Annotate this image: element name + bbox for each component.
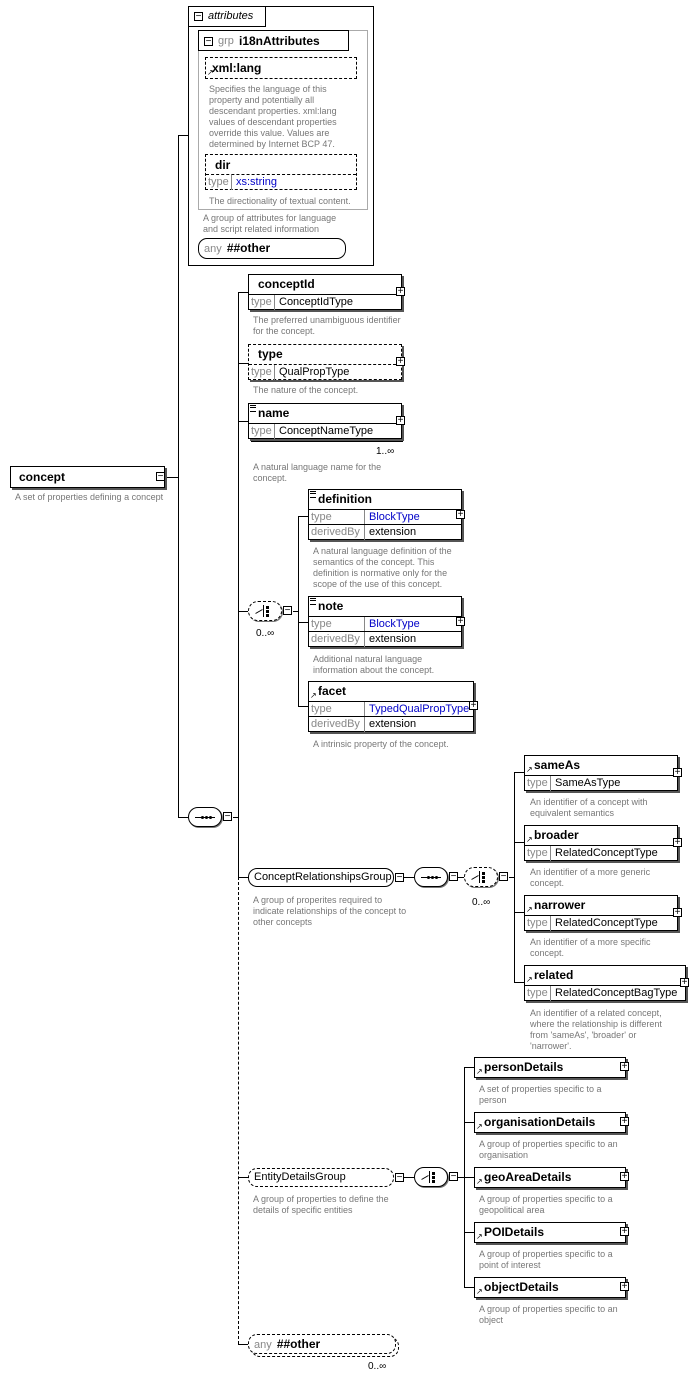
related-desc: An identifier of a related concept, wher… [530,1008,662,1051]
entity-details-group[interactable]: EntityDetailsGroup [248,1168,394,1187]
relationships-desc: A group of properites required to indica… [253,895,407,927]
objectdetails-element[interactable]: ↗ objectDetails [474,1277,626,1298]
xmllang-attribute[interactable]: ↗ xml:lang [205,57,357,79]
collapse-concept-icon[interactable]: − [156,471,165,482]
expand-related-icon[interactable]: + [680,977,689,988]
expand-broader-icon[interactable]: + [673,837,682,848]
any-other-cardinality: 0..∞ [368,1361,387,1372]
sameas-desc: An identifier of a concept with equivale… [530,797,648,818]
collapse-entity-icon[interactable]: − [395,1172,404,1183]
collapse-relationships-icon[interactable]: − [395,872,404,883]
poidetails-element[interactable]: ↗ POIDetails [474,1222,626,1243]
concept-desc: A set of properties defining a concept [15,492,164,502]
organisationdetails-desc: A group of properties specific to an org… [479,1139,618,1160]
collapse-main-sequence-icon[interactable]: − [223,811,232,822]
any-other-element-front[interactable]: any ##other [248,1334,396,1354]
attributes-panel: − attributes − grp i18nAttributes ↗ xml:… [188,6,374,266]
any-other-attribute[interactable]: any ##other [198,238,346,259]
expand-definition-icon[interactable]: + [456,509,465,520]
collapse-choice-icon[interactable]: − [283,605,292,616]
attributes-heading: attributes [208,10,254,22]
dir-attribute[interactable]: dir type xs:string [205,154,357,190]
expand-name-icon[interactable]: + [396,415,405,426]
type-desc: The nature of the concept. [253,385,359,395]
expand-persondetails-icon[interactable]: + [620,1061,629,1072]
expand-note-icon[interactable]: + [456,616,465,627]
choice-cardinality: 0..∞ [256,628,275,639]
objectdetails-desc: A group of properties specific to an obj… [479,1304,618,1325]
collapse-attributes-icon[interactable]: − [194,11,203,22]
main-sequence [188,807,222,827]
group-prefix: grp [218,35,234,47]
entity-choice [414,1167,448,1187]
collapse-i18n-icon[interactable]: − [204,36,213,47]
expand-geoareadetails-icon[interactable]: + [620,1171,629,1182]
facet-desc: A intrinsic property of the concept. [313,739,449,749]
expand-organisationdetails-icon[interactable]: + [620,1116,629,1127]
concept-element[interactable]: concept [10,466,165,488]
expand-conceptid-icon[interactable]: + [396,286,405,297]
persondetails-element[interactable]: ↗ personDetails [474,1057,626,1078]
expand-narrower-icon[interactable]: + [673,907,682,918]
broader-desc: An identifier of a more generic concept. [530,867,651,888]
collapse-rel-choice-icon[interactable]: − [499,871,508,882]
narrower-desc: An identifier of a more specific concept… [530,937,651,958]
rel-choice-cardinality: 0..∞ [472,897,491,908]
collapse-entity-choice-icon[interactable]: − [449,1171,458,1182]
i18n-attributes-group: − grp i18nAttributes ↗ xml:lang Specifie… [198,30,368,210]
conceptid-desc: The preferred unambiguous identifier for… [253,315,401,336]
entity-desc: A group of properties to define the deta… [253,1194,389,1215]
organisationdetails-element[interactable]: ↗ organisationDetails [474,1112,626,1133]
collapse-rel-sequence-icon[interactable]: − [449,871,458,882]
definition-choice [248,601,282,621]
xmllang-desc: Specifies the language of this property … [209,84,337,149]
expand-objectdetails-icon[interactable]: + [620,1281,629,1292]
name-cardinality: 1..∞ [376,446,395,457]
definition-desc: A natural language definition of the sem… [313,546,452,589]
persondetails-desc: A set of properties specific to a person [479,1084,602,1105]
group-name: i18nAttributes [239,34,320,48]
note-desc: Additional natural language information … [313,654,435,675]
concept-relationships-group[interactable]: ConceptRelationshipsGroup [248,868,394,887]
expand-type-icon[interactable]: + [396,356,405,367]
expand-facet-icon[interactable]: + [469,700,478,711]
geoareadetails-element[interactable]: ↗ geoAreaDetails [474,1167,626,1188]
concept-name: concept [19,470,66,484]
i18n-group-desc: A group of attributes for language and s… [203,213,337,234]
expand-sameas-icon[interactable]: + [673,767,682,778]
poidetails-desc: A group of properties specific to a poin… [479,1249,613,1270]
geoareadetails-desc: A group of properties specific to a geop… [479,1194,613,1215]
name-desc: A natural language name for the concept. [253,462,382,483]
expand-poidetails-icon[interactable]: + [620,1226,629,1237]
relationships-choice [464,867,498,887]
relationships-sequence [414,867,448,887]
dir-desc: The directionality of textual content. [209,196,351,206]
